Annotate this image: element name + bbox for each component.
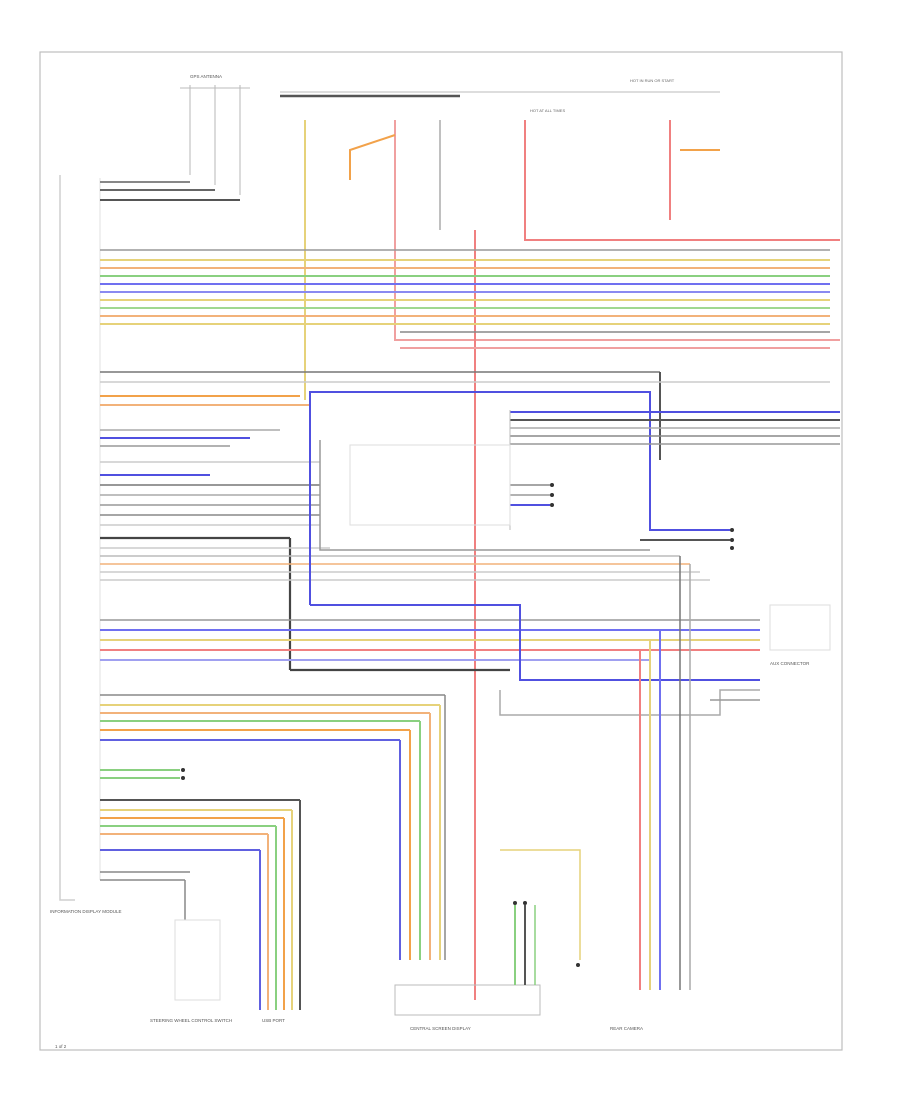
module-outline (59, 175, 75, 901)
radio-amp-connector (509, 410, 840, 530)
label-hot-at-all-times: HOT AT ALL TIMES (530, 108, 565, 113)
label-hot-run-start-2: HOT IN RUN OR START (630, 78, 675, 83)
steering-wheel-label: STEERING WHEEL CONTROL SWITCH (150, 1018, 232, 1023)
gps-antenna-label: GPS ANTENNA (190, 74, 222, 79)
page-frame (39, 51, 843, 1051)
page-number: 1 of 2 (55, 1044, 67, 1049)
info-module-label: INFORMATION DISPLAY MODULE (50, 909, 122, 914)
lower-harness (100, 694, 446, 1010)
module-harness (100, 249, 830, 672)
rear-cam-label: REAR CAMERA (610, 1026, 643, 1031)
aux-connector-label: AUX CONNECTOR (770, 661, 810, 666)
antenna-group (100, 85, 250, 201)
central-screen-label: CENTRAL SCREEN DISPLAY (410, 1026, 471, 1031)
central-screen-box (394, 984, 541, 1016)
usb-port-label: USB PORT (262, 1018, 285, 1023)
